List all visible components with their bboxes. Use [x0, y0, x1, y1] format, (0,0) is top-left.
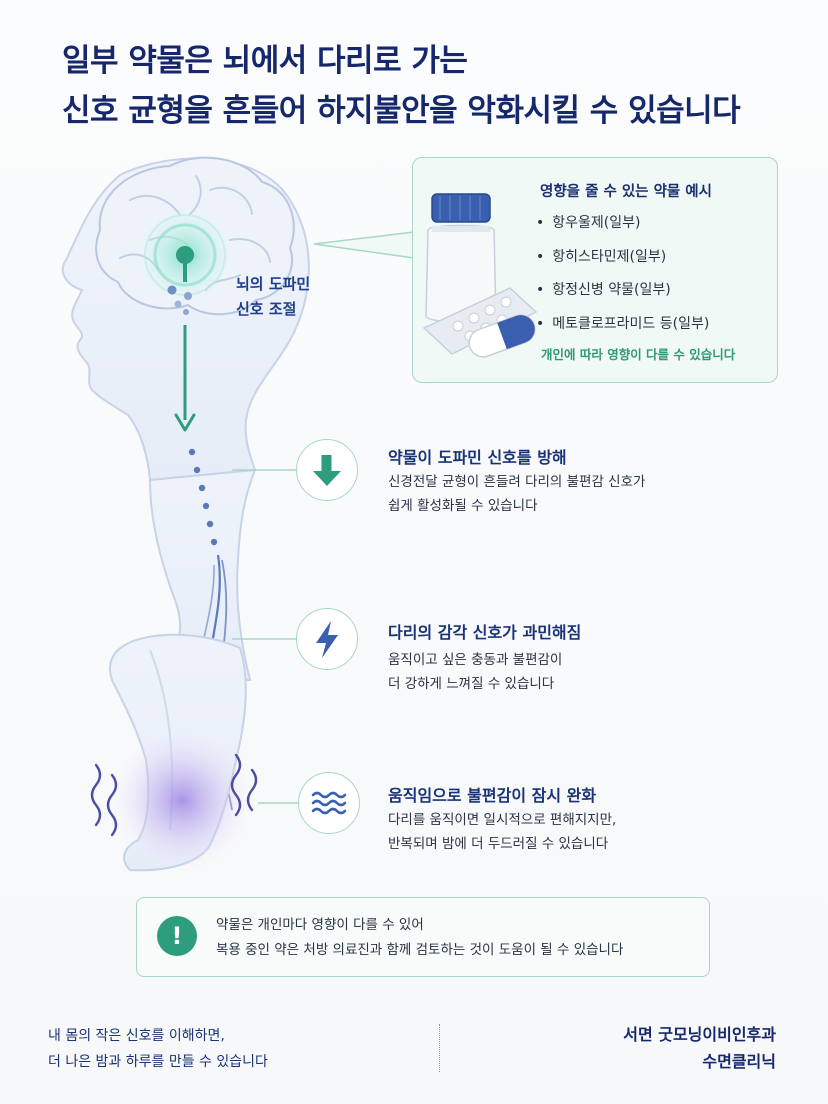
medication-list: 항우울제(일부) 항히스타민제(일부) 항정신병 약물(일부) 메토클로프라미드… [536, 207, 709, 341]
step-1-icon-circle [296, 439, 358, 501]
page-title: 일부 약물은 뇌에서 다리로 가는 신호 균형을 흔들어 하지불안을 악화시킬 … [62, 36, 782, 136]
medication-examples-title: 영향을 줄 수 있는 약물 예시 [540, 184, 712, 200]
step-2-line-1: 움직이고 싶은 충동과 불편감이 [388, 652, 563, 668]
discomfort-glow [112, 730, 252, 870]
step-1-line-2: 쉽게 활성화될 수 있습니다 [388, 498, 538, 514]
medication-item: 메토클로프라미드 등(일부) [536, 308, 709, 342]
signal-arrowhead [174, 413, 196, 432]
exclamation-icon: ! [157, 916, 197, 956]
medication-note: 개인에 따라 영향이 다를 수 있습니다 [541, 347, 736, 362]
step-3-description: 다리를 움직이면 일시적으로 편해지지만, 반복되며 밤에 더 두드러질 수 있… [388, 808, 616, 856]
step-1-heading: 약물이 도파민 신호를 방해 [388, 448, 567, 467]
footer-divider [439, 1024, 440, 1072]
step-1-description: 신경전달 균형이 흔들려 다리의 불편감 신호가 쉽게 활성화될 수 있습니다 [388, 470, 645, 518]
clinic-name-line-2: 수면클리닉 [702, 1052, 776, 1071]
nerve-dots [188, 448, 218, 546]
step-1-line-1: 신경전달 균형이 흔들려 다리의 불편감 신호가 [388, 474, 646, 490]
step-2-icon-circle [296, 608, 358, 670]
notice-text: 약물은 개인마다 영향이 다를 수 있어 복용 중인 약은 처방 의료진과 함께… [216, 913, 623, 963]
body-nerve-illustration [61, 156, 415, 872]
arrow-down-icon [313, 455, 341, 486]
title-line-1: 일부 약물은 뇌에서 다리로 가는 [62, 43, 468, 79]
pill-bottle-icon [422, 193, 538, 358]
step-2-line-2: 더 강하게 느껴질 수 있습니다 [388, 676, 555, 692]
tremor-lines [90, 753, 258, 837]
medication-item: 항우울제(일부) [536, 207, 709, 241]
clinic-name: 서면 굿모닝이비인후과 수면클리닉 [560, 1021, 776, 1075]
footer-tagline: 내 몸의 작은 신호를 이해하면, 더 나은 밤과 하루를 만들 수 있습니다 [48, 1023, 268, 1075]
clinic-name-line-1: 서면 굿모닝이비인후과 [623, 1025, 776, 1044]
step-2-description: 움직이고 싶은 충동과 불편감이 더 강하게 느껴질 수 있습니다 [388, 648, 562, 696]
brain-label-line-2: 신호 조절 [236, 300, 297, 318]
step-3-line-1: 다리를 움직이면 일시적으로 편해지지만, [388, 812, 617, 828]
title-line-2: 신호 균형을 흔들어 하지불안을 악화시킬 수 있습니다 [62, 93, 741, 129]
medication-item: 항히스타민제(일부) [536, 241, 709, 275]
step-2-heading: 다리의 감각 신호가 과민해짐 [388, 623, 582, 642]
footer-tagline-line-1: 내 몸의 작은 신호를 이해하면, [48, 1028, 225, 1044]
notice-line-1: 약물은 개인마다 영향이 다를 수 있어 [216, 917, 424, 933]
step-3-line-2: 반복되며 밤에 더 두드러질 수 있습니다 [388, 836, 609, 852]
lightning-icon [316, 621, 338, 658]
notice-line-2: 복용 중인 약은 처방 의료진과 함께 검토하는 것이 도움이 될 수 있습니다 [216, 942, 624, 958]
medication-item: 항정신병 약물(일부) [536, 274, 709, 308]
brain-label: 뇌의 도파민 신호 조절 [236, 272, 310, 322]
step-3-heading: 움직임으로 불편감이 잠시 완화 [388, 786, 597, 805]
step-3-icon-circle [298, 772, 360, 834]
notice-box [136, 897, 710, 977]
waves-icon [311, 791, 347, 815]
brain-label-line-1: 뇌의 도파민 [236, 275, 311, 293]
footer-tagline-line-2: 더 나은 밤과 하루를 만들 수 있습니다 [48, 1054, 268, 1070]
